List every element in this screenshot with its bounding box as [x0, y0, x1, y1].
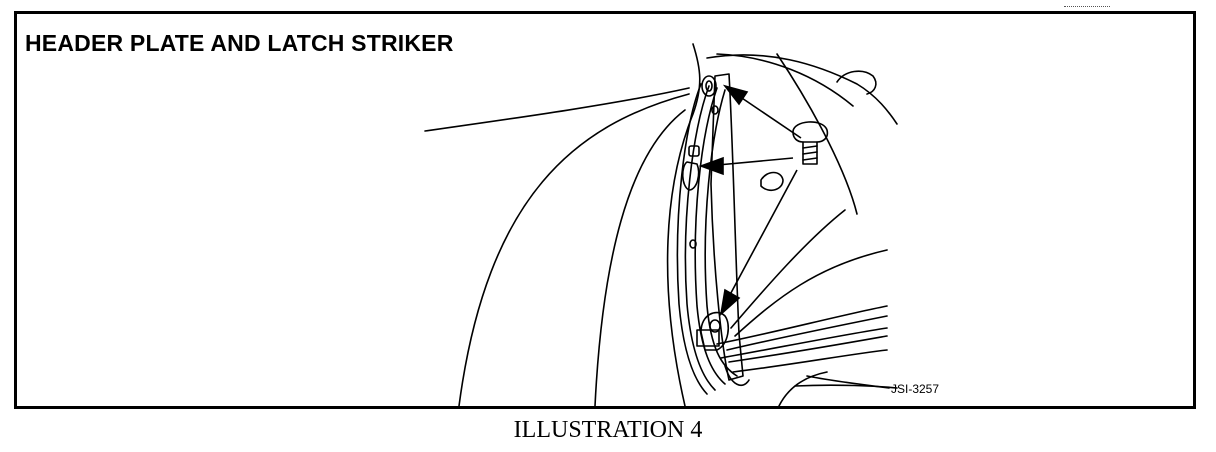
screw-head [792, 121, 829, 143]
door-edge-diagonal [730, 209, 846, 329]
arrow-line-lower [724, 169, 798, 305]
door-panel-line-2 [720, 327, 888, 359]
sill-line-2 [794, 384, 898, 389]
rail-outer-edge [666, 43, 701, 406]
scan-mark [1064, 6, 1110, 9]
door-edge-diagonal-2 [734, 249, 888, 337]
latch-striker-base [696, 329, 720, 347]
latch-striker-eye [709, 319, 721, 333]
arrow-head-lower [719, 288, 741, 317]
latch-striker-body [700, 311, 730, 351]
figure-caption: ILLUSTRATION 4 [513, 417, 703, 443]
middle-socket [681, 161, 700, 191]
plate-foot [724, 365, 750, 387]
sill-line [778, 371, 828, 406]
figure-heading: HEADER PLATE AND LATCH STRIKER [25, 30, 454, 56]
screw-thread [802, 145, 818, 161]
header-plate-drawing: JSI-3257 [424, 43, 939, 406]
door-frame-upper [706, 54, 898, 125]
door-panel-line-5 [732, 349, 888, 373]
plate-hole-upper [711, 105, 719, 115]
arrow-line-upper [732, 91, 802, 139]
door-frame-curve [716, 53, 854, 107]
leader-to-code [806, 375, 890, 389]
door-panel-line-3 [726, 315, 888, 351]
rail-line-2 [684, 85, 716, 391]
upper-socket-inner [705, 80, 713, 92]
header-plate [710, 73, 744, 381]
body-inner-curve [594, 109, 686, 406]
retaining-clip [760, 171, 784, 192]
rail-inner-edge [704, 89, 738, 377]
rail-line-1 [676, 83, 708, 395]
body-outer-curve [458, 93, 690, 406]
arrow-head-middle [698, 156, 724, 176]
mirror-housing [836, 70, 877, 95]
rail-line-3 [694, 87, 726, 385]
plate-hole-middle [689, 239, 697, 249]
roof-sweep-line [424, 87, 690, 132]
part-code-label: JSI-3257 [891, 382, 939, 396]
plate-slot [688, 145, 700, 157]
door-frame-side [776, 53, 858, 215]
door-panel-line-4 [728, 335, 888, 363]
illustration-frame: HEADER PLATE AND LATCH STRIKER [14, 11, 1196, 409]
door-panel-line-1 [716, 305, 888, 345]
upper-socket [701, 75, 717, 97]
arrow-head-upper [722, 84, 749, 106]
